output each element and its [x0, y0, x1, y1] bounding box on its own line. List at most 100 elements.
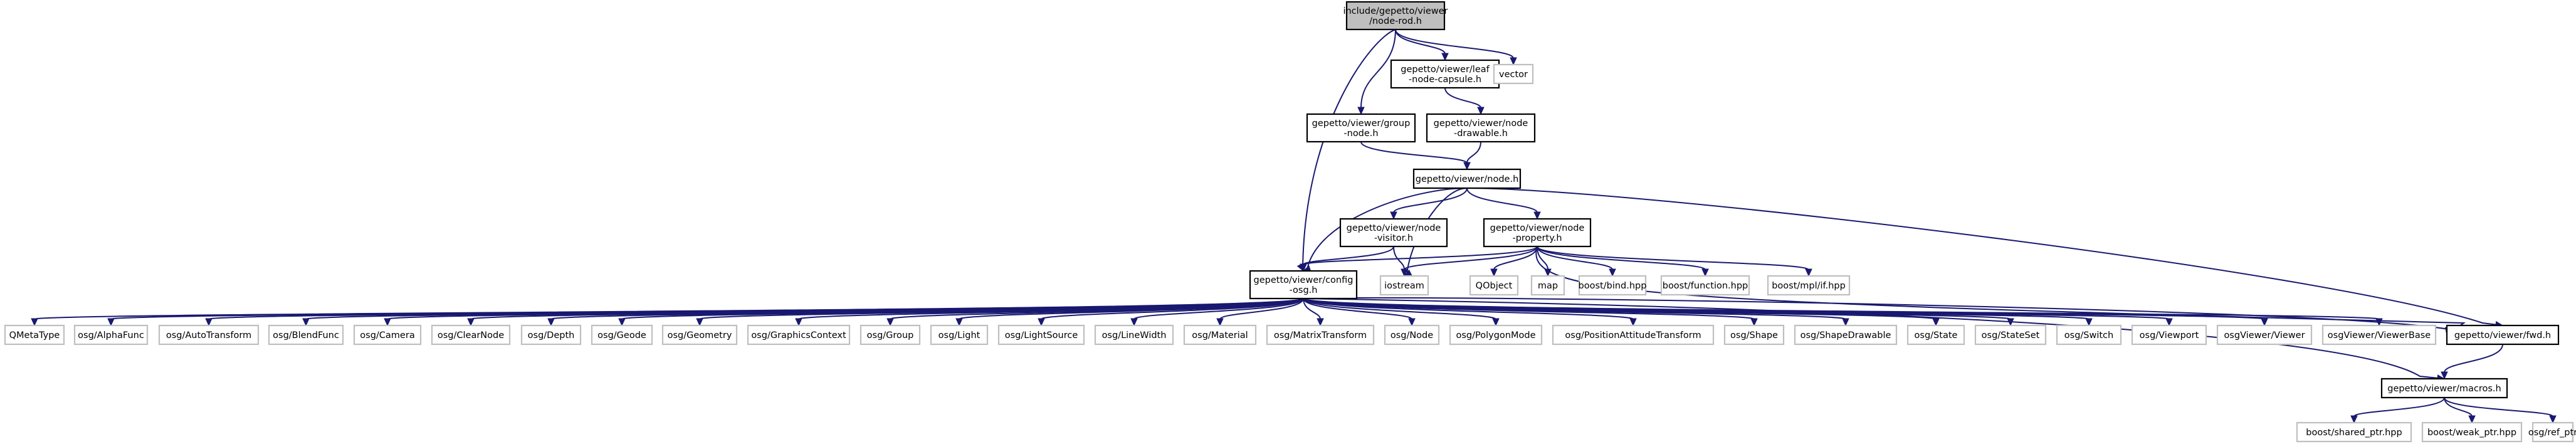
edge-line: [1444, 87, 1481, 108]
node-box: [158, 324, 260, 346]
node-drawable[interactable]: gepetto/viewer/node-drawable.h: [1426, 113, 1536, 143]
node-label: gepetto/viewer/macros.h: [2387, 384, 2501, 394]
node-osgnode: osg/Node: [1384, 324, 1440, 346]
arrowhead: [205, 318, 213, 327]
node-box: [1449, 324, 1543, 346]
node-label: -node.h: [1343, 129, 1378, 139]
node-visitor[interactable]: gepetto/viewer/node-visitor.h: [1339, 218, 1448, 248]
node-clearnode: osg/ClearNode: [431, 324, 511, 346]
node-label: osg/Switch: [2064, 330, 2113, 341]
edge-macros-to-refptr: [2444, 397, 2557, 424]
node-depth: osg/Depth: [520, 324, 582, 346]
edge-root-to-vector: [1395, 29, 1517, 66]
edge-property-to-qobject: [1490, 246, 1538, 277]
node-label: osg/ref_ptr: [2528, 428, 2576, 438]
node-mplif: boost/mpl/if.hpp: [1767, 275, 1851, 296]
edge-property-to-bind: [1537, 246, 1616, 277]
node-box: [1412, 168, 1522, 189]
node-label: gepetto/viewer/node.h: [1416, 174, 1519, 184]
node-label: osgViewer/Viewer: [2224, 330, 2305, 341]
node-box: [2056, 324, 2122, 346]
node-label: osg/Shape: [1730, 330, 1778, 341]
node-box: [2531, 421, 2574, 443]
node-fwd[interactable]: gepetto/viewer/fwd.h: [2446, 324, 2560, 346]
edge-line: [1303, 297, 2449, 336]
edge-config-to-osgnode: [1303, 298, 1416, 327]
edge-line: [1041, 298, 1304, 320]
node-label: osg/LineWidth: [1102, 330, 1167, 341]
arrowhead: [1544, 268, 1552, 277]
node-box: [1390, 59, 1500, 89]
arrowhead: [1932, 318, 1940, 327]
arrowhead: [1390, 211, 1397, 220]
edge-line: [1303, 298, 1496, 320]
node-property[interactable]: gepetto/viewer/node-property.h: [1483, 218, 1592, 248]
node-macros[interactable]: gepetto/viewer/macros.h: [2380, 378, 2508, 399]
node-box: [1249, 270, 1358, 300]
node-switch: osg/Switch: [2056, 324, 2122, 346]
node-label: -osg.h: [1290, 285, 1318, 295]
node-viewport: osg/Viewport: [2131, 324, 2207, 346]
arrowhead: [1805, 268, 1812, 277]
node-label: osg/MatrixTransform: [1274, 330, 1367, 341]
edge-line: [1219, 298, 1304, 320]
edge-line: [1466, 141, 1481, 164]
node-box: [860, 324, 921, 346]
edge-drawable-to-node: [1463, 141, 1481, 171]
node-group[interactable]: gepetto/viewer/group-node.h: [1306, 113, 1416, 143]
arrowhead: [1492, 318, 1500, 327]
node-box: [2216, 324, 2313, 346]
node-osggroup: osg/Group: [860, 324, 921, 346]
edge-root-to-leaf: [1395, 29, 1449, 61]
node-bind: boost/bind.hpp: [1579, 275, 1646, 296]
node-label: osg/PositionAttitudeTransform: [1565, 330, 1701, 341]
arrowhead: [384, 318, 391, 327]
arrowhead: [2085, 318, 2093, 327]
edge-property-to-config: [1300, 246, 1538, 272]
node-label: -drawable.h: [1454, 129, 1508, 139]
node-config[interactable]: gepetto/viewer/config-osg.h: [1249, 270, 1358, 300]
node-label: osg/Node: [1391, 330, 1433, 341]
node-box: [1483, 218, 1592, 248]
node-label: -property.h: [1512, 233, 1562, 243]
edge-line: [1360, 141, 1468, 164]
arrowhead: [547, 318, 555, 327]
node-label: gepetto/viewer/group: [1312, 119, 1411, 129]
node-label: boost/weak_ptr.hpp: [2427, 428, 2516, 438]
node-box: [1767, 275, 1851, 296]
arrowhead: [107, 318, 115, 327]
arrowhead: [1463, 162, 1471, 171]
node-leaf[interactable]: gepetto/viewer/leaf-node-capsule.h: [1390, 59, 1500, 89]
node-weakptr: boost/weak_ptr.hpp: [2421, 421, 2523, 443]
node-label: osg/Material: [1192, 330, 1248, 341]
node-function: boost/function.hpp: [1660, 275, 1750, 296]
node-label: osg/ClearNode: [438, 330, 504, 341]
arrowhead: [1408, 318, 1416, 327]
node-linewidth: osg/LineWidth: [1094, 324, 1174, 346]
edge-line: [1303, 298, 2445, 379]
node-box: [930, 324, 989, 346]
edge-line: [1303, 298, 2380, 320]
edge-line: [1404, 246, 1538, 270]
node-label: osg/GraphicsContext: [751, 330, 846, 341]
node-box: [2446, 324, 2560, 346]
edge-property-to-iostream: [1401, 246, 1538, 277]
edge-macros-to-sharedptr: [2350, 397, 2445, 424]
edge-line: [1393, 246, 1405, 270]
node-box: [2131, 324, 2207, 346]
edge-line: [1301, 29, 1396, 272]
node-node[interactable]: gepetto/viewer/node.h: [1412, 168, 1522, 189]
node-label: osg/StateSet: [1982, 330, 2040, 341]
edge-line: [1360, 29, 1396, 108]
edge-macros-to-weakptr: [2444, 397, 2476, 424]
node-box: [1339, 218, 1448, 248]
node-label: osg/Camera: [360, 330, 414, 341]
node-box: [1723, 324, 1785, 346]
node-label: osg/Light: [938, 330, 980, 341]
edge-line: [1537, 246, 1706, 270]
node-label: gepetto/viewer/node: [1490, 223, 1585, 233]
node-label: gepetto/viewer/node: [1347, 223, 1441, 233]
node-root[interactable]: include/gepetto/viewer/node-rod.h: [1343, 1, 1448, 31]
node-label: map: [1538, 281, 1558, 291]
edge-line: [1133, 298, 1304, 320]
